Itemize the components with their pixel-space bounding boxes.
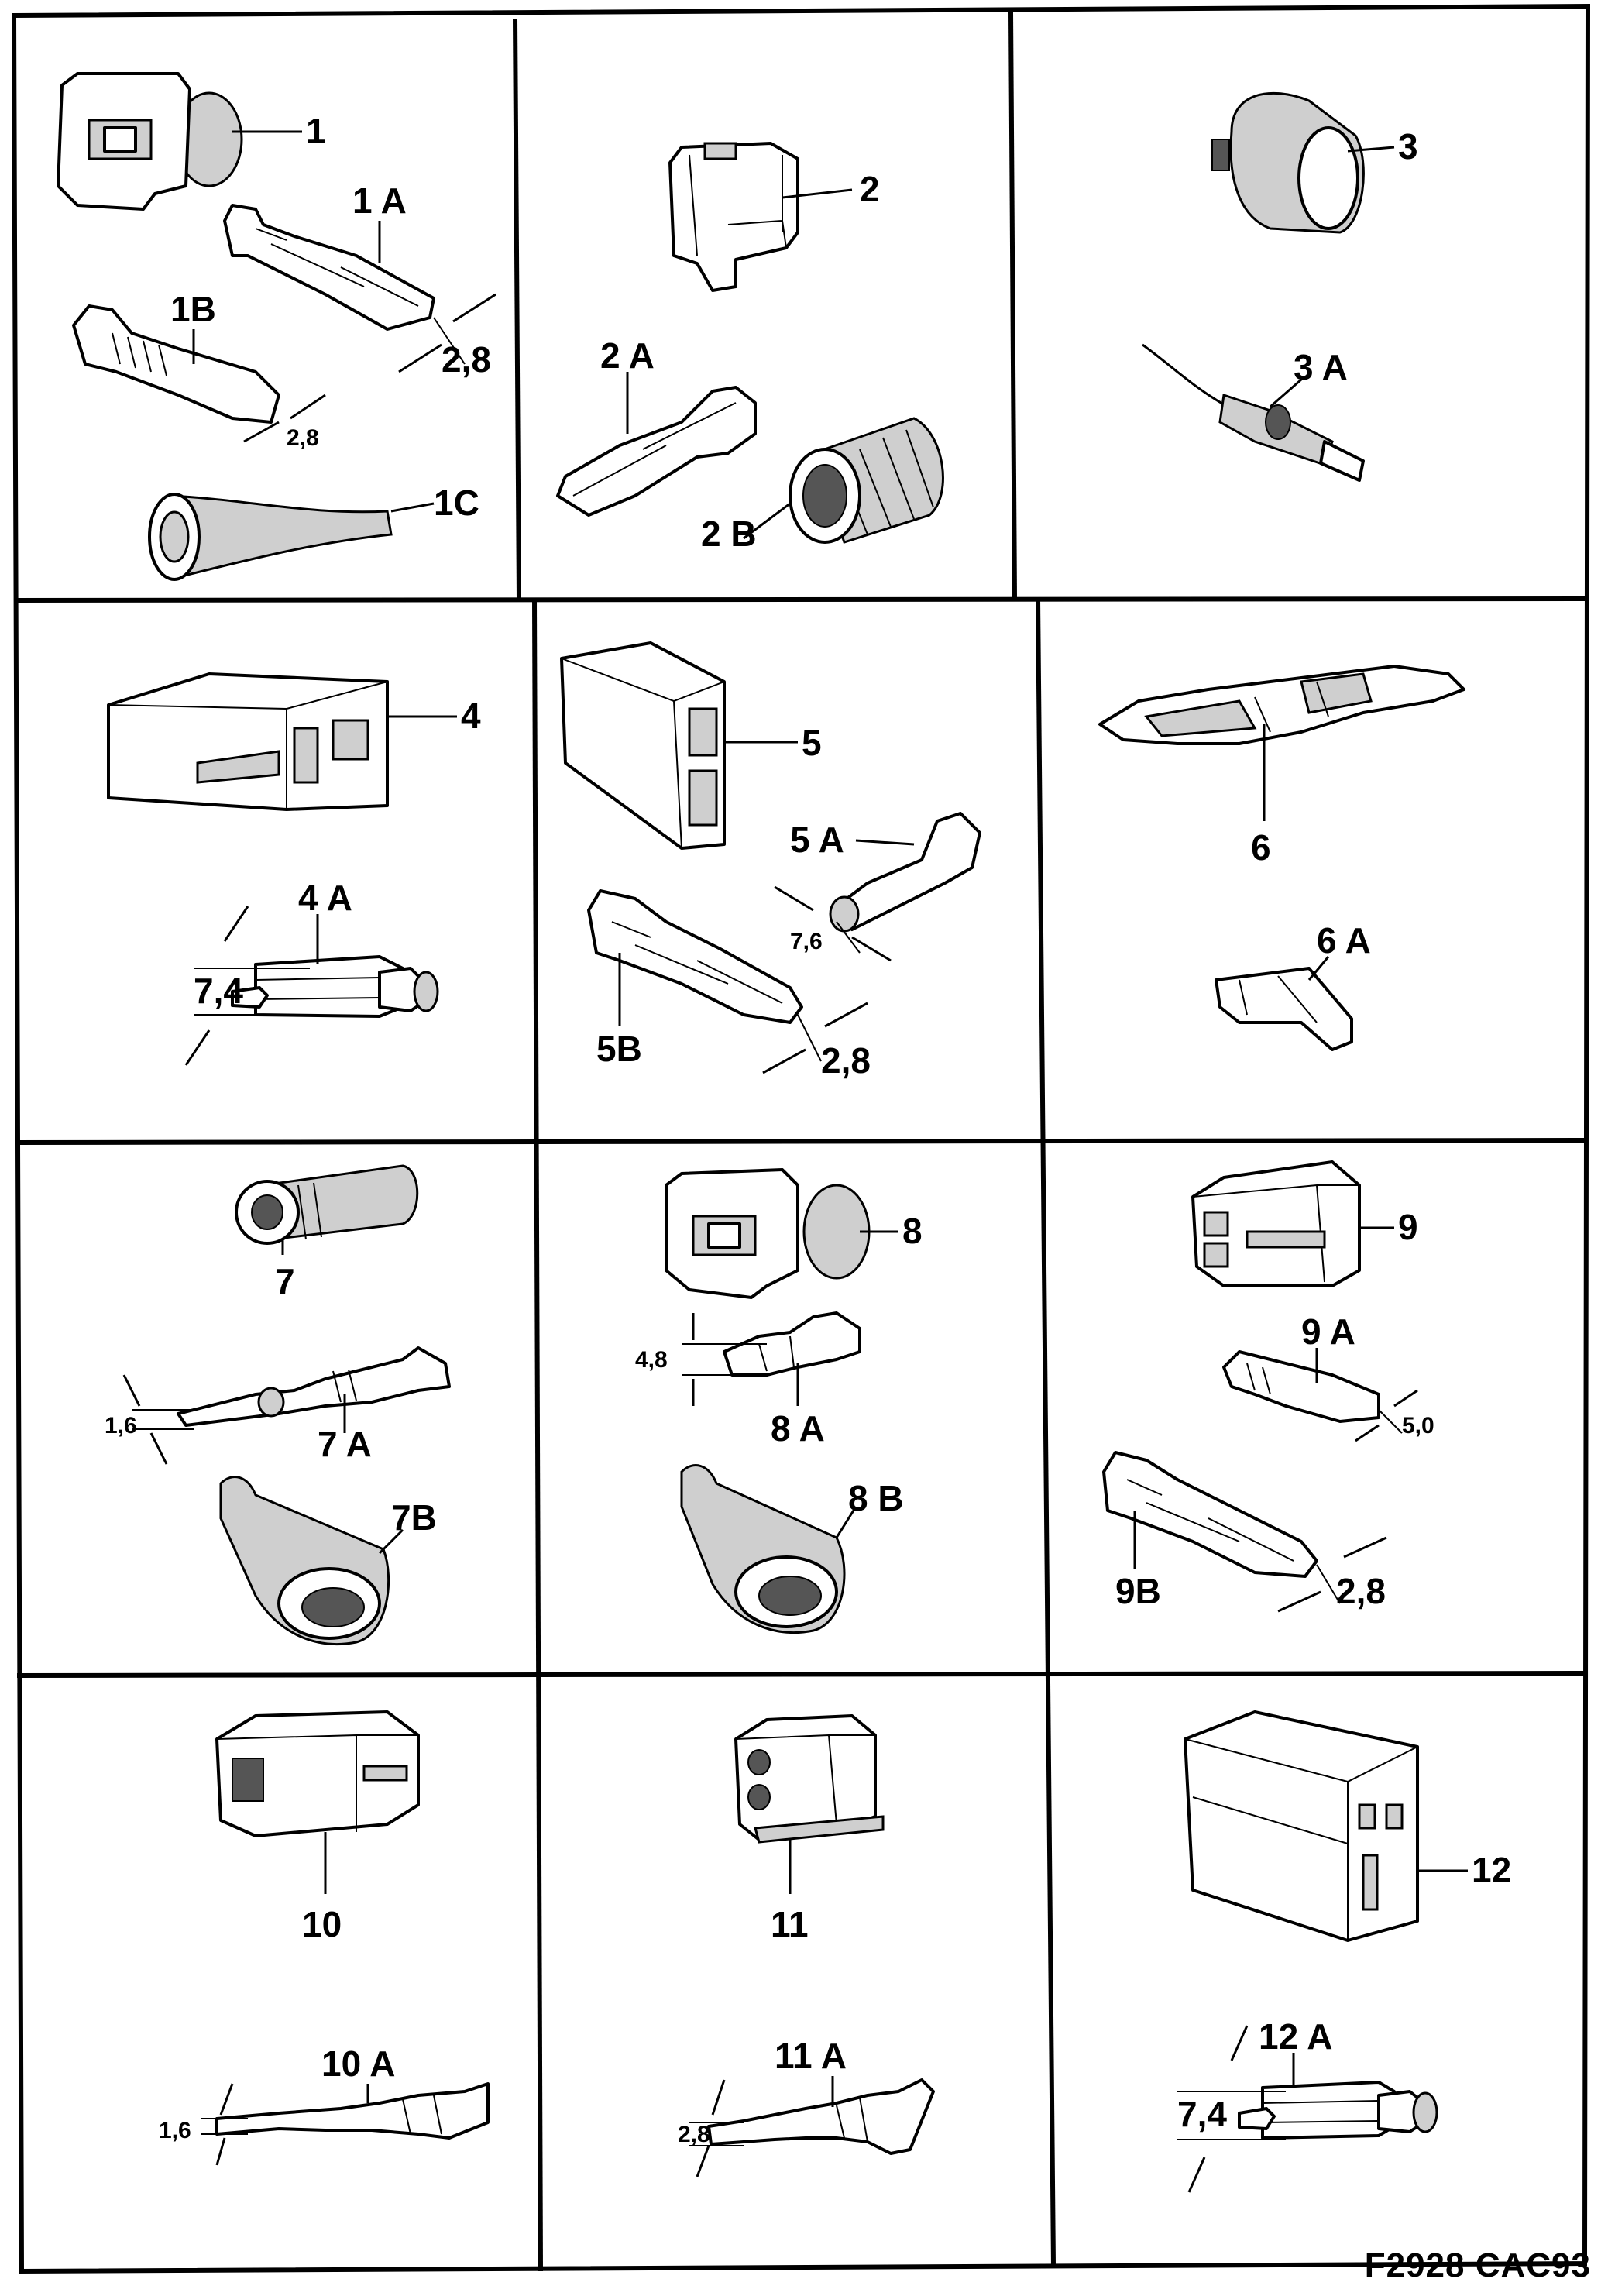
connector-housing-10 — [215, 1710, 420, 1837]
panel-6: 6 6 A — [1098, 665, 1465, 1051]
terminal-11A — [707, 2078, 935, 2155]
label-5B: 5B — [596, 1029, 642, 1069]
panel-5: 5 5 A 7,6 5B 2,8 — [560, 641, 981, 1081]
rubber-boot-7B — [219, 1476, 390, 1645]
connector-housing-4 — [107, 672, 389, 811]
connector-housing-7 — [235, 1164, 419, 1245]
label-11A: 11 A — [775, 2036, 847, 2076]
rubber-boot-1C — [148, 493, 393, 581]
label-3A: 3 A — [1294, 347, 1348, 387]
connector-housing-2 — [668, 142, 799, 292]
dim-12A: 7,4 — [1177, 2094, 1227, 2134]
label-2A: 2 A — [600, 335, 655, 376]
label-7B: 7B — [391, 1497, 437, 1538]
terminal-9B — [1102, 1451, 1318, 1578]
panel-9: 9 9 A 5,0 9B 2,8 — [1102, 1160, 1434, 1613]
connector-housing-12 — [1184, 1710, 1419, 1942]
label-1B: 1B — [170, 289, 216, 329]
connector-housing-11 — [734, 1714, 885, 1844]
dim-9B: 2,8 — [1336, 1571, 1386, 1611]
label-8B: 8 B — [848, 1478, 904, 1518]
label-7: 7 — [275, 1261, 295, 1301]
terminal-9A — [1222, 1350, 1380, 1423]
connector-housing-5 — [560, 641, 726, 850]
connector-housing-9 — [1191, 1160, 1361, 1287]
panel-11: 11 11 A 2,8 — [678, 1714, 935, 2177]
panel-8: 8 8 A 4,8 8 B — [635, 1168, 923, 1634]
panel-1: 1 1 A 2,8 1B 2,8 1C — [57, 72, 496, 581]
label-2: 2 — [860, 169, 880, 209]
label-7A: 7 A — [318, 1424, 372, 1464]
dim-7A: 1,6 — [105, 1413, 137, 1438]
terminal-6 — [1098, 665, 1465, 745]
filter-sleeve-2B — [789, 417, 944, 544]
label-6A: 6 A — [1317, 920, 1371, 961]
label-12A: 12 A — [1259, 2016, 1332, 2057]
dim-5B: 2,8 — [821, 1040, 871, 1081]
dim-5A: 7,6 — [790, 929, 823, 954]
connector-housing-1 — [57, 72, 243, 211]
terminal-1B — [72, 304, 280, 424]
dim-4A: 7,4 — [194, 971, 243, 1011]
terminal-10A — [215, 2082, 490, 2140]
terminal-5A — [829, 812, 981, 933]
label-9B: 9B — [1115, 1571, 1161, 1611]
rubber-boot-8B — [680, 1464, 846, 1634]
terminal-4A — [231, 955, 439, 1018]
terminal-12A — [1238, 2081, 1438, 2140]
terminal-2A — [556, 386, 757, 517]
label-3: 3 — [1398, 126, 1418, 167]
label-6: 6 — [1251, 827, 1271, 868]
dim-1B: 2,8 — [287, 425, 319, 451]
panel-grid — [11, 3, 1591, 2274]
dim-11A: 2,8 — [678, 2122, 710, 2147]
connector-housing-8 — [665, 1168, 871, 1299]
dim-1A: 2,8 — [442, 339, 491, 380]
label-5A: 5 A — [790, 820, 844, 860]
figure-code: F2928 CAC93 — [1364, 2246, 1591, 2284]
terminal-7A — [177, 1346, 451, 1427]
panel-3: 3 3 A — [1142, 91, 1418, 482]
label-11: 11 — [771, 1904, 809, 1944]
label-12: 12 — [1472, 1850, 1511, 1890]
sensor-plug-3A — [1142, 343, 1365, 482]
dim-9A: 5,0 — [1402, 1413, 1434, 1438]
panel-4: 4 4 A 7,4 — [107, 672, 481, 1066]
panel-12: 12 12 A 7,4 — [1177, 1710, 1511, 2193]
label-1C: 1C — [434, 483, 479, 523]
dim-10A: 1,6 — [159, 2118, 191, 2143]
label-8: 8 — [902, 1211, 923, 1251]
label-1A: 1 A — [352, 180, 407, 221]
label-5: 5 — [802, 723, 822, 763]
clip-6A — [1215, 967, 1353, 1051]
label-2B: 2 B — [701, 514, 757, 554]
terminal-1A — [223, 204, 435, 331]
panel-10: 10 10 A 1,6 — [159, 1710, 490, 2166]
dim-8A: 4,8 — [635, 1347, 668, 1373]
label-10: 10 — [302, 1904, 342, 1944]
label-9A: 9 A — [1301, 1311, 1355, 1352]
label-4: 4 — [461, 696, 481, 736]
label-1: 1 — [306, 111, 326, 151]
panel-7: 7 7 A 1,6 7B — [105, 1164, 451, 1645]
panel-2: 2 2 A 2 B — [556, 142, 944, 554]
label-4A: 4 A — [298, 878, 352, 918]
label-9: 9 — [1398, 1207, 1418, 1247]
connector-housing-3 — [1211, 91, 1365, 234]
label-8A: 8 A — [771, 1408, 825, 1449]
label-10A: 10 A — [321, 2043, 395, 2084]
